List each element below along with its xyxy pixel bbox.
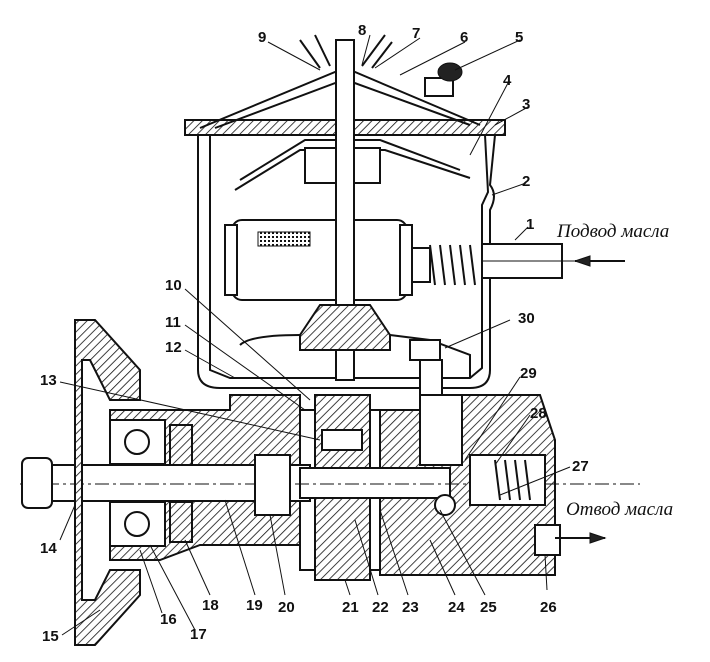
seal-18: [169, 424, 193, 543]
callout-labels: 1 2 3 4 5 6 7 8 9 10 11 12 13 14 15 16 1…: [40, 22, 589, 645]
callout-6: 6: [460, 29, 468, 46]
callout-5: 5: [515, 29, 523, 46]
callout-8: 8: [358, 22, 366, 39]
outlet-26: [534, 524, 607, 556]
pulley-15: [74, 319, 141, 646]
filter-element: [224, 219, 413, 301]
cap-nut-5: [424, 62, 463, 97]
central-axle: [335, 39, 355, 381]
nut-14: [21, 457, 53, 509]
callout-30: 30: [518, 310, 535, 327]
callout-2: 2: [522, 173, 530, 190]
oil-outlet-caption: Отвод масла: [566, 499, 673, 520]
callout-20: 20: [278, 599, 295, 616]
callout-22: 22: [372, 599, 389, 616]
rotor-base: [239, 304, 471, 378]
callout-16: 16: [160, 611, 177, 628]
callout-19: 19: [246, 597, 263, 614]
callout-17: 17: [190, 626, 207, 643]
callout-9: 9: [258, 29, 266, 46]
callout-26: 26: [540, 599, 557, 616]
spring: [411, 244, 476, 286]
callout-10: 10: [165, 277, 182, 294]
oil-inlet-fitting-1: [481, 243, 625, 279]
rotor-housing: [197, 134, 496, 389]
callout-15: 15: [42, 628, 59, 645]
callout-13: 13: [40, 372, 57, 389]
callout-28: 28: [530, 405, 547, 422]
callout-29: 29: [520, 365, 537, 382]
callout-27: 27: [572, 458, 589, 475]
callout-14: 14: [40, 540, 57, 557]
callout-23: 23: [402, 599, 419, 616]
leader-lines: [59, 34, 571, 636]
bearing-20: [254, 454, 291, 516]
oil-inlet-caption: Подвод масла: [556, 221, 669, 242]
callout-21: 21: [342, 599, 359, 616]
callout-1: 1: [526, 216, 534, 233]
bearing-16: [109, 419, 166, 547]
callout-18: 18: [202, 597, 219, 614]
callout-25: 25: [480, 599, 497, 616]
callout-7: 7: [412, 25, 420, 42]
callout-12: 12: [165, 339, 182, 356]
callout-4: 4: [503, 72, 512, 89]
callout-11: 11: [165, 314, 181, 331]
callout-3: 3: [522, 96, 530, 113]
callout-24: 24: [448, 599, 465, 616]
valve-28: [434, 454, 546, 516]
